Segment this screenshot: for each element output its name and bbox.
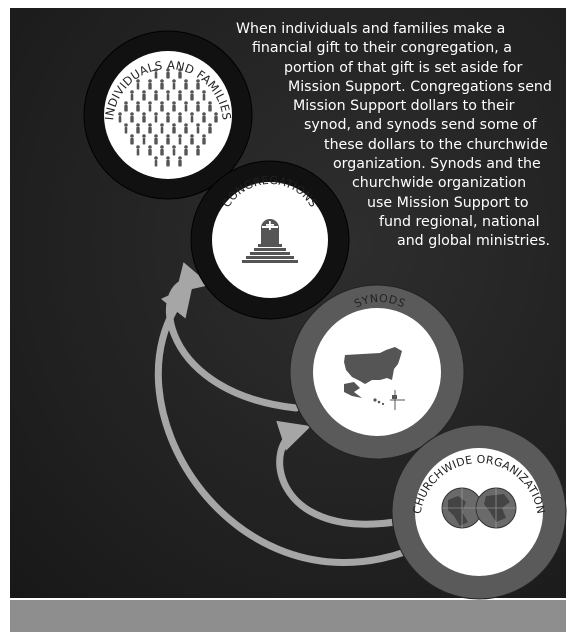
person-figure: [166, 156, 170, 167]
people-icon: [118, 68, 218, 167]
person-figure: [178, 156, 182, 167]
church-icon: [242, 219, 298, 263]
person-figure: [196, 79, 200, 90]
description-line: these dollars to the churchwide: [324, 136, 548, 153]
person-figure: [160, 79, 164, 90]
person-figure: [154, 68, 158, 79]
person-figure: [148, 79, 152, 90]
description-line: financial gift to their congregation, a: [252, 40, 512, 57]
person-figure: [172, 101, 176, 112]
description-line: and global ministries.: [397, 233, 551, 250]
arrow-churchwide-to-congregations: [154, 284, 409, 566]
person-figure: [190, 90, 194, 101]
person-figure: [148, 101, 152, 112]
person-figure: [160, 123, 164, 134]
mission-support-description: When individuals and families make a fina…: [218, 20, 560, 252]
person-figure: [136, 79, 140, 90]
person-figure: [124, 101, 128, 112]
person-figure: [166, 68, 170, 79]
person-figure: [160, 101, 164, 112]
person-figure: [196, 101, 200, 112]
person-figure: [136, 101, 140, 112]
person-figure: [154, 156, 158, 167]
person-figure: [202, 112, 206, 123]
person-figure: [172, 79, 176, 90]
person-figure: [136, 123, 140, 134]
person-figure: [178, 112, 182, 123]
description-line: When individuals and families make a: [236, 21, 506, 37]
person-figure: [166, 134, 170, 145]
person-figure: [160, 145, 164, 156]
person-figure: [196, 145, 200, 156]
person-figure: [202, 134, 206, 145]
arrow-churchwide-to-synods: [276, 420, 399, 528]
person-figure: [142, 90, 146, 101]
person-figure: [142, 134, 146, 145]
person-figure: [130, 112, 134, 123]
person-figure: [166, 112, 170, 123]
person-figure: [130, 90, 134, 101]
person-figure: [124, 123, 128, 134]
description-line: churchwide organization: [352, 175, 527, 192]
node-label: SYNODS: [352, 292, 407, 311]
person-figure: [148, 123, 152, 134]
person-figure: [130, 134, 134, 145]
person-figure: [208, 101, 212, 112]
person-figure: [178, 90, 182, 101]
person-figure: [196, 123, 200, 134]
person-figure: [154, 134, 158, 145]
person-figure: [166, 90, 170, 101]
person-figure: [184, 79, 188, 90]
description-line: portion of that gift is set aside for: [284, 59, 523, 76]
node-synods: SYNODS: [289, 284, 465, 460]
person-figure: [214, 112, 218, 123]
person-figure: [172, 145, 176, 156]
node-individuals-and-families: INDIVIDUALS AND FAMILIES: [83, 30, 253, 200]
description-line: organization. Synods and the: [333, 156, 541, 173]
person-figure: [184, 145, 188, 156]
person-figure: [154, 90, 158, 101]
person-figure: [178, 134, 182, 145]
person-figure: [136, 145, 140, 156]
person-figure: [190, 134, 194, 145]
node-churchwide-organization: CHURCHWIDE ORGANIZATION: [391, 424, 567, 600]
us-map-icon: [344, 347, 405, 410]
description-line: fund regional, national: [379, 213, 540, 230]
description-line: use Mission Support to: [367, 194, 529, 211]
person-figure: [178, 68, 182, 79]
person-figure: [172, 123, 176, 134]
description-line: Mission Support. Congregations send: [288, 78, 552, 95]
description-line: Mission Support dollars to their: [293, 98, 515, 115]
description-line: synod, and synods send some of: [304, 117, 537, 134]
person-figure: [202, 90, 206, 101]
person-figure: [148, 145, 152, 156]
person-figure: [142, 112, 146, 123]
person-figure: [118, 112, 122, 123]
synods-label: SYNODS: [352, 292, 407, 311]
person-figure: [184, 101, 188, 112]
footer-bar: [10, 600, 566, 632]
person-figure: [208, 123, 212, 134]
person-figure: [154, 112, 158, 123]
return-arrows: [154, 262, 409, 566]
arrow-synods-to-congregations: [166, 262, 300, 412]
person-figure: [184, 123, 188, 134]
globe-icon: [441, 487, 517, 529]
person-figure: [190, 112, 194, 123]
node-congregations: CONGREGATIONS: [190, 160, 350, 320]
